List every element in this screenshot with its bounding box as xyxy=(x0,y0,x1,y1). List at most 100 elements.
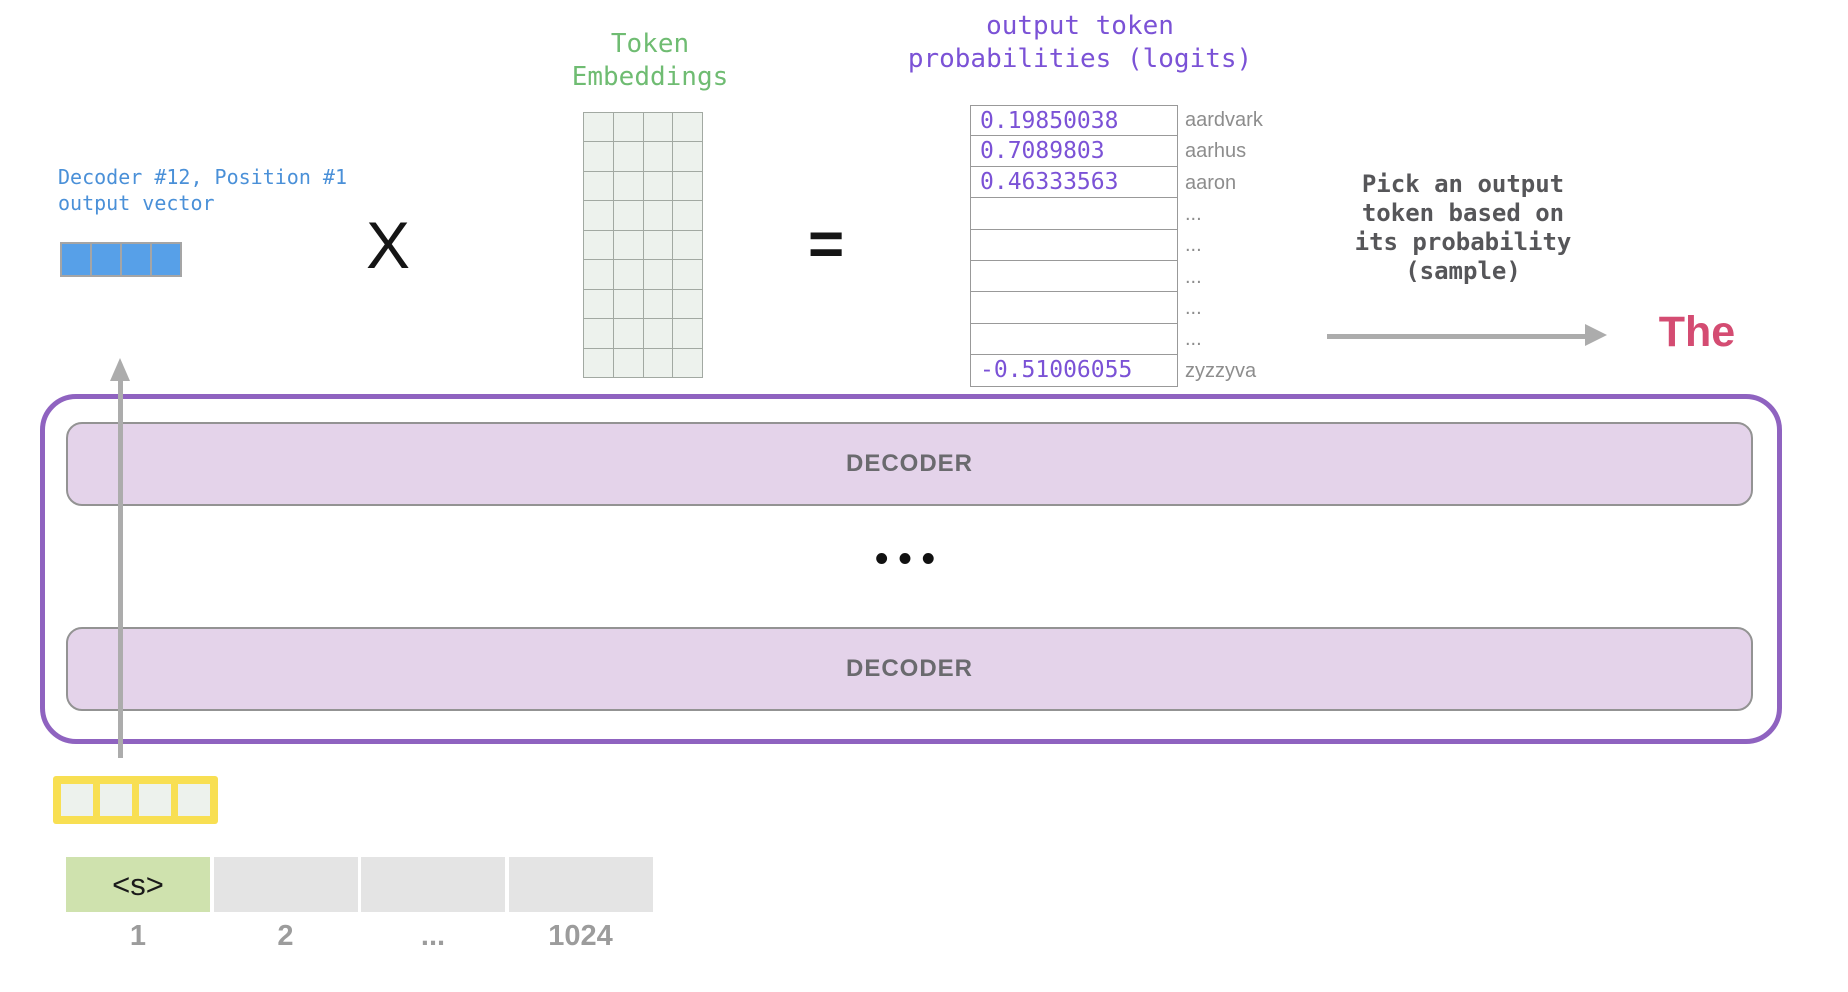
position-label-row: 1 2... 1024 xyxy=(66,920,653,953)
grid-cell xyxy=(613,289,643,319)
grid-cell xyxy=(643,260,673,289)
multiply-sign: X xyxy=(366,208,411,282)
grid-cell xyxy=(643,289,673,319)
position-label: ... xyxy=(420,920,446,952)
grid-cell xyxy=(584,201,613,230)
logit-value-cell: 0.19850038 xyxy=(970,105,1178,137)
logit-token-label: ... xyxy=(1185,234,1202,257)
logit-value-cell: -0.51006055 xyxy=(970,353,1178,387)
logits-table-row: ... xyxy=(970,259,1263,293)
grid-cell xyxy=(643,142,673,171)
input-token-cell xyxy=(361,857,505,912)
grid-cell xyxy=(613,319,643,348)
logit-value-cell: 0.7089803 xyxy=(970,134,1178,168)
sampling-note-line2: token based on xyxy=(1361,199,1565,227)
output-arrow-head-icon xyxy=(110,358,130,381)
output-vector-label-line1: Decoder #12, Position #1 xyxy=(58,165,347,189)
grid-cell xyxy=(584,113,613,142)
position-label: 2 xyxy=(277,920,294,952)
grid-cell xyxy=(613,348,643,377)
grid-cell xyxy=(613,201,643,230)
input-token-row: <s> xyxy=(66,857,653,912)
grid-cell xyxy=(122,244,150,275)
sampling-note-line4: (sample) xyxy=(1405,257,1521,285)
input-token-cell xyxy=(508,857,653,912)
logit-token-label: aarhus xyxy=(1185,140,1247,163)
decoder-stack-container xyxy=(40,394,1782,744)
logit-value-cell xyxy=(970,322,1178,356)
grid-cell xyxy=(613,171,643,201)
grid-cell xyxy=(178,784,210,816)
grid-cell xyxy=(643,348,673,377)
sample-arrow-line xyxy=(1327,334,1585,339)
logits-title-line1: output token xyxy=(986,11,1174,41)
grid-cell xyxy=(673,113,702,142)
logits-table-row: -0.51006055 zyzzyva xyxy=(970,353,1263,387)
logits-table-row: ... xyxy=(970,228,1263,262)
grid-cell xyxy=(100,784,132,816)
logit-value-cell xyxy=(970,291,1178,325)
logit-token-label: ... xyxy=(1185,265,1202,288)
grid-cell xyxy=(584,171,613,201)
grid-cell xyxy=(643,171,673,201)
logits-table-row: 0.7089803 aarhus xyxy=(970,134,1263,168)
grid-cell xyxy=(61,784,93,816)
grid-cell xyxy=(613,113,643,142)
grid-cell xyxy=(673,171,702,201)
logit-token-label: ... xyxy=(1185,203,1202,226)
output-vector-label-line2: output vector xyxy=(58,191,215,215)
logit-token-label: aardvark xyxy=(1185,109,1263,132)
logits-title-line2: probabilities (logits) xyxy=(907,44,1253,74)
grid-cell xyxy=(673,201,702,230)
sampling-note-line1: Pick an output xyxy=(1361,170,1565,198)
sampled-token: The xyxy=(1658,308,1736,356)
grid-cell xyxy=(62,244,90,275)
input-token-cell: <s> xyxy=(66,857,210,912)
position-label: 1 xyxy=(129,920,147,952)
logit-value-cell xyxy=(970,228,1178,262)
decoder-block-top: DECODER xyxy=(66,422,1753,506)
grid-cell xyxy=(584,260,613,289)
grid-cell xyxy=(584,348,613,377)
grid-cell xyxy=(643,201,673,230)
grid-cell xyxy=(613,260,643,289)
decoder-block-bottom: DECODER xyxy=(66,627,1753,711)
logit-value-cell: 0.46333563 xyxy=(970,166,1178,199)
grid-cell xyxy=(152,244,180,275)
grid-cell xyxy=(613,230,643,260)
logits-table-row: ... xyxy=(970,322,1263,356)
logit-token-label: ... xyxy=(1185,296,1202,319)
logit-token-label: zyzzyva xyxy=(1185,359,1257,382)
logit-token-label: ... xyxy=(1185,328,1202,351)
token-embeddings-matrix xyxy=(583,112,703,378)
grid-cell xyxy=(673,348,702,377)
grid-cell xyxy=(643,319,673,348)
decoder-output-vector xyxy=(60,242,182,277)
sample-arrow-head-icon xyxy=(1585,324,1607,346)
logit-value-cell xyxy=(970,197,1178,231)
grid-cell xyxy=(673,319,702,348)
grid-cell xyxy=(584,230,613,260)
grid-cell xyxy=(584,142,613,171)
decoder-stack-ellipsis: ••• xyxy=(875,538,945,580)
logits-table-row: ... xyxy=(970,197,1263,231)
grid-cell xyxy=(673,289,702,319)
logits-table-row: 0.19850038 aardvark xyxy=(970,105,1263,137)
grid-cell xyxy=(673,260,702,289)
token-embeddings-title-line1: Token xyxy=(610,29,690,59)
token-embeddings-title-line2: Embeddings xyxy=(571,62,729,92)
grid-cell xyxy=(643,230,673,260)
position-label: 1024 xyxy=(548,920,613,952)
logit-value-cell xyxy=(970,259,1178,293)
output-arrow-line xyxy=(118,378,123,758)
grid-cell xyxy=(139,784,171,816)
grid-cell xyxy=(673,142,702,171)
input-embedding-vector xyxy=(53,776,218,824)
sampling-note-line3: its probability xyxy=(1354,228,1572,256)
input-token-cell xyxy=(213,857,358,912)
logits-table-row: 0.46333563 aaron xyxy=(970,166,1263,199)
